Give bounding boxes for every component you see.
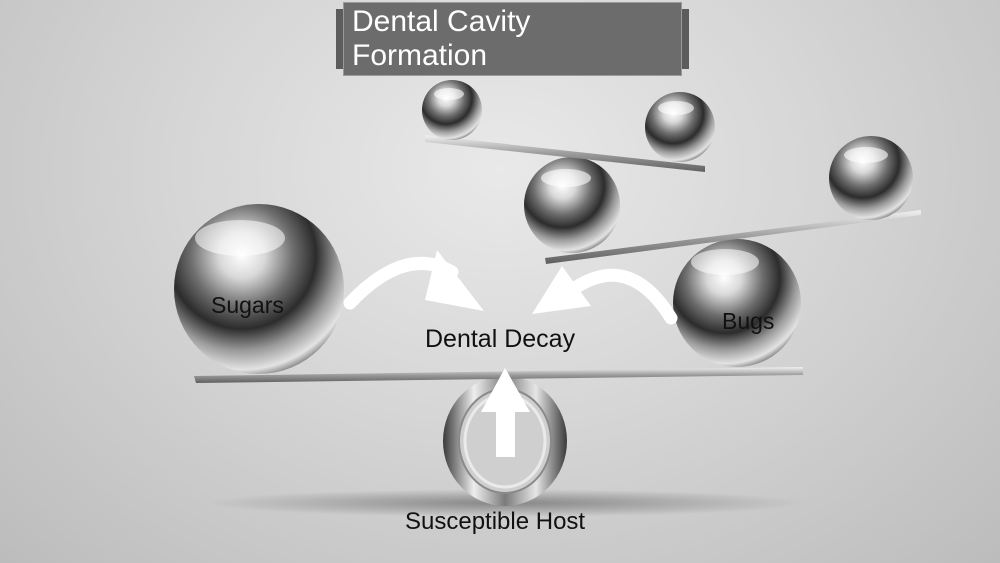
arrow-from-sugars <box>343 250 484 311</box>
arrow-from-bugs <box>532 266 678 325</box>
susceptible-host-label: Susceptible Host <box>405 508 586 535</box>
bugs-label: Bugs <box>722 308 775 334</box>
arrow-from-host <box>481 368 530 457</box>
main-plank <box>194 367 803 383</box>
title-box: Dental Cavity Formation <box>336 2 689 76</box>
top-plank <box>425 135 705 172</box>
upper-right-plank <box>545 210 921 264</box>
dental-decay-label: Dental Decay <box>425 325 576 353</box>
page-title: Dental Cavity Formation <box>343 2 682 76</box>
sugars-label: Sugars <box>211 292 284 318</box>
